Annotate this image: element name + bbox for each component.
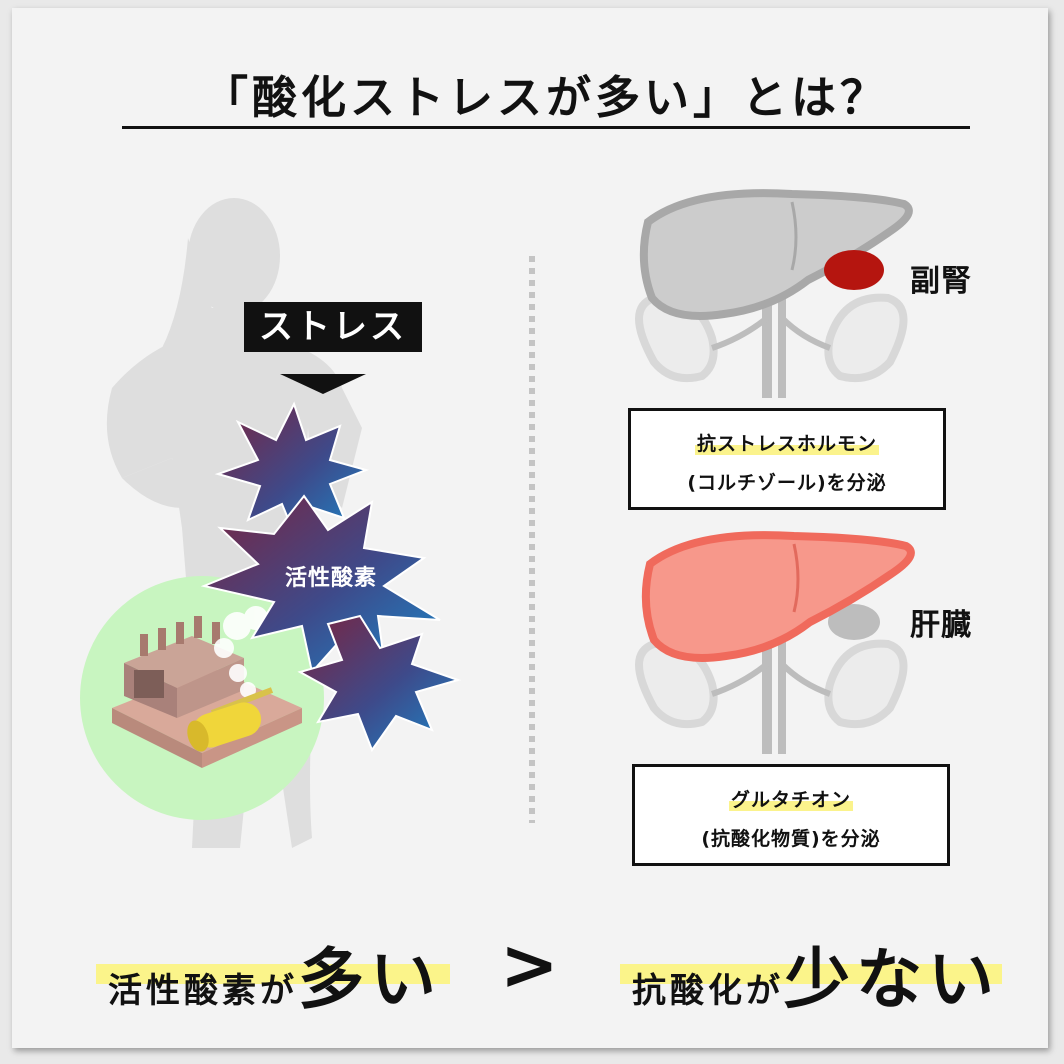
illustration-layer xyxy=(80,189,1002,984)
title-underline xyxy=(122,126,970,129)
bottom-right-big: 少ない xyxy=(784,941,1000,1018)
ros-label: 活性酸素 xyxy=(284,566,377,591)
ros-burst-group xyxy=(200,401,462,753)
right-highlight xyxy=(620,964,1002,984)
page-title: 「酸化ストレスが多い」とは？ xyxy=(202,71,889,124)
ros-burst-3 xyxy=(297,614,462,753)
bottom-left-big: 多い xyxy=(298,941,442,1018)
infographic-card: 「酸化ストレスが多い」とは？ xyxy=(12,8,1048,1048)
liver-info-box: グルタチオン (抗酸化物質)を分泌 xyxy=(632,764,950,866)
organ-diagram-adrenal xyxy=(635,189,913,398)
adrenal-name: 副腎 xyxy=(910,264,972,299)
down-arrow-icon xyxy=(280,374,366,394)
organ-diagram-liver xyxy=(635,531,915,754)
liver-info-line2: (抗酸化物質)を分泌 xyxy=(701,828,881,850)
adrenal-info-line2: (コルチゾール)を分泌 xyxy=(687,472,887,494)
stress-label: ストレス xyxy=(244,302,422,352)
adrenal-gland-active xyxy=(824,250,884,290)
liver-name: 肝臓 xyxy=(910,608,972,643)
bottom-right-text: 抗酸化が少ない xyxy=(632,926,1000,1022)
adrenal-info-box: 抗ストレスホルモン (コルチゾール)を分泌 xyxy=(628,408,946,510)
left-highlight xyxy=(96,964,450,984)
bottom-left-small: 活性酸素が xyxy=(108,971,298,1011)
factory-icon xyxy=(112,606,302,768)
comparator-symbol: > xyxy=(500,924,559,1006)
liver-info-line1: グルタチオン xyxy=(728,789,853,811)
adrenal-info-line1: 抗ストレスホルモン xyxy=(694,433,879,455)
bottom-left-text: 活性酸素が多い xyxy=(108,926,442,1022)
bottom-right-small: 抗酸化が xyxy=(632,971,784,1011)
